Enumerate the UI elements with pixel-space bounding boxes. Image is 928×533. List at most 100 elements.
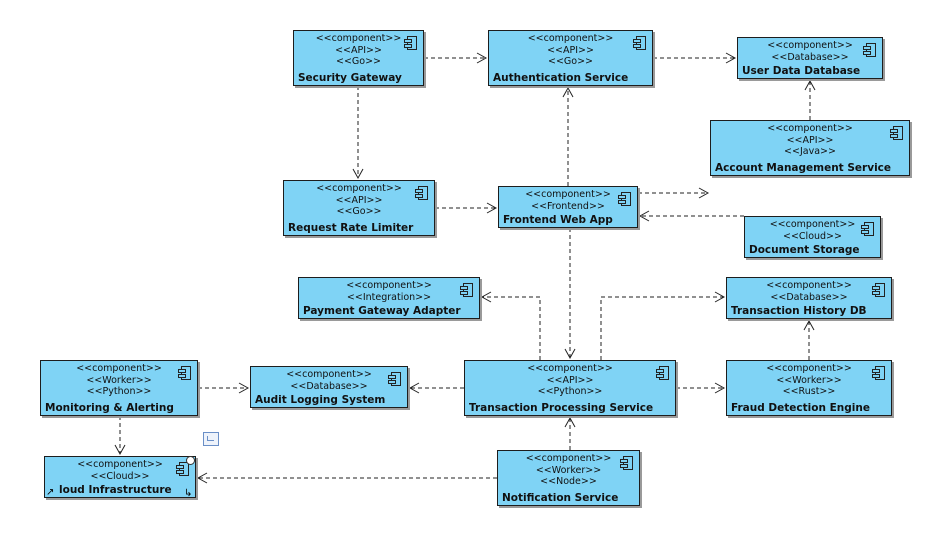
component-cloud-infrastructure[interactable]: <<component>><<Cloud>> loud Infrastructur… <box>44 456 196 498</box>
resource-catalog-icon[interactable] <box>203 432 219 446</box>
component-document-storage[interactable]: <<component>><<Cloud>> Document Storage <box>744 216 881 258</box>
stereotype-list: <<component>><<API>><<Go>> <box>284 183 434 218</box>
stereotype-list: <<component>><<Database>> <box>727 280 891 303</box>
component-account-management-service[interactable]: <<component>><<API>><<Java>> Account Mana… <box>710 120 910 176</box>
component-icon <box>872 283 885 297</box>
component-name: Document Storage <box>749 244 860 256</box>
component-name: Account Management Service <box>715 162 892 174</box>
stereotype-list: <<component>><<Cloud>> <box>45 459 195 482</box>
stereotype-list: <<component>><<Cloud>> <box>745 219 880 242</box>
component-icon <box>404 36 417 50</box>
stereotype-label: <<component>> <box>766 363 852 374</box>
stereotype-label: <<Go>> <box>335 56 381 67</box>
component-name: Transaction History DB <box>731 305 867 317</box>
stereotype-list: <<component>><<Worker>><<Node>> <box>498 453 639 488</box>
stereotype-label: <<Worker>> <box>535 464 602 476</box>
stereotype-label: <<component>> <box>286 369 372 380</box>
stereotype-list: <<component>><<Frontend>> <box>499 189 637 212</box>
stereotype-label: <<Python>> <box>86 386 152 397</box>
component-icon <box>178 366 191 380</box>
dependency-transaction-processing-service-to-payment-gateway-adapter[interactable] <box>480 291 541 360</box>
stereotype-label: <<component>> <box>315 33 402 44</box>
stereotype-label: <<component>> <box>525 189 611 200</box>
component-icon <box>861 222 874 236</box>
stereotype-list: <<component>><<Worker>><<Rust>> <box>727 363 891 398</box>
stereotype-label: <<API>> <box>335 194 383 206</box>
stereotype-label: <<Worker>> <box>776 374 842 386</box>
stereotype-label: <<component>> <box>769 219 856 230</box>
stereotype-label: <<API>> <box>786 134 834 146</box>
component-icon <box>863 43 876 57</box>
component-icon <box>890 126 903 140</box>
component-name: Frontend Web App <box>503 214 613 226</box>
component-name: Fraud Detection Engine <box>731 402 870 414</box>
component-request-rate-limiter[interactable]: <<component>><<API>><<Go>> Request Rate L… <box>283 180 435 236</box>
dependency-edges <box>114 52 816 484</box>
stereotype-label: <<component>> <box>76 363 162 374</box>
component-icon <box>656 366 669 380</box>
component-name: Monitoring & Alerting <box>45 402 174 414</box>
component-notification-service[interactable]: <<component>><<Worker>><<Node>> Notificat… <box>497 450 640 506</box>
component-name: Notification Service <box>502 492 619 504</box>
stereotype-label: <<API>> <box>547 44 594 56</box>
stereotype-label: <<component>> <box>766 280 852 291</box>
stereotype-label: <<API>> <box>546 374 594 386</box>
stereotype-label: <<Worker>> <box>86 374 152 386</box>
stereotype-label: <<Database>> <box>771 51 849 63</box>
stereotype-list: <<component>><<API>><<Go>> <box>294 33 423 68</box>
stereotype-list: <<component>><<API>><<Java>> <box>711 123 909 158</box>
stereotype-label: <<Cloud>> <box>90 470 150 482</box>
stereotype-list: <<component>><<API>><<Go>> <box>489 33 652 68</box>
stereotype-label: <<Integration>> <box>346 291 432 303</box>
component-name: Request Rate Limiter <box>288 222 414 234</box>
stereotype-label: <<Database>> <box>290 380 368 392</box>
stereotype-label: <<Cloud>> <box>783 230 842 242</box>
selection-handle-icon[interactable] <box>186 456 195 465</box>
stereotype-list: <<component>><<Integration>> <box>299 280 479 303</box>
component-icon <box>460 283 473 297</box>
component-audit-logging-system[interactable]: <<component>><<Database>> Audit Logging S… <box>250 366 408 408</box>
component-fraud-detection-engine[interactable]: <<component>><<Worker>><<Rust>> Fraud Det… <box>726 360 892 416</box>
stereotype-label: <<component>> <box>525 453 612 464</box>
stereotype-label: <<Frontend>> <box>531 200 605 212</box>
stereotype-label: <<API>> <box>335 44 382 56</box>
resize-arrow-icon[interactable]: ↗ <box>46 487 55 498</box>
component-icon <box>618 192 631 206</box>
stereotype-label: <<component>> <box>346 280 432 291</box>
stereotype-label: <<component>> <box>77 459 163 470</box>
component-name: User Data Database <box>742 65 861 77</box>
component-user-data-database[interactable]: <<component>><<Database>> User Data Datab… <box>737 37 883 79</box>
connector-handle-icon[interactable]: ↳ <box>184 488 193 499</box>
component-icon <box>872 366 885 380</box>
component-monitoring-alerting[interactable]: <<component>><<Worker>><<Python>> Monitor… <box>40 360 198 416</box>
component-payment-gateway-adapter[interactable]: <<component>><<Integration>> Payment Gate… <box>298 277 480 319</box>
stereotype-list: <<component>><<Database>> <box>738 40 882 63</box>
stereotype-label: <<Python>> <box>537 386 603 397</box>
component-name: Transaction Processing Service <box>469 402 654 414</box>
stereotype-label: <<Go>> <box>336 206 382 217</box>
stereotype-label: <<Database>> <box>770 291 848 303</box>
component-name: Payment Gateway Adapter <box>303 305 461 317</box>
component-transaction-processing-service[interactable]: <<component>><<API>><<Python>>Transactio… <box>464 360 676 416</box>
stereotype-label: <<Java>> <box>784 146 836 157</box>
component-name: Security Gateway <box>298 72 402 84</box>
component-name: Authentication Service <box>493 72 629 84</box>
component-transaction-history-db[interactable]: <<component>><<Database>> Transaction His… <box>726 277 892 319</box>
component-authentication-service[interactable]: <<component>><<API>><<Go>> Authentication… <box>488 30 653 86</box>
component-frontend-web-app[interactable]: <<component>><<Frontend>> Frontend Web Ap… <box>498 186 638 228</box>
stereotype-label: <<Rust>> <box>782 386 836 397</box>
stereotype-label: <<Node>> <box>540 476 597 487</box>
component-icon <box>633 36 646 50</box>
component-name: loud Infrastructure <box>59 484 172 496</box>
component-security-gateway[interactable]: <<component>><<API>><<Go>> Security Gatew… <box>293 30 424 86</box>
component-icon <box>620 456 633 470</box>
component-icon <box>176 462 189 476</box>
dependency-transaction-processing-service-to-transaction-history-db[interactable] <box>600 291 726 360</box>
component-icon <box>415 186 428 200</box>
stereotype-label: <<Go>> <box>547 56 593 67</box>
component-name: Audit Logging System <box>255 394 386 406</box>
stereotype-label: <<component>> <box>767 123 853 134</box>
stereotype-label: <<component>> <box>316 183 402 194</box>
stereotype-label: <<component>> <box>527 33 614 44</box>
